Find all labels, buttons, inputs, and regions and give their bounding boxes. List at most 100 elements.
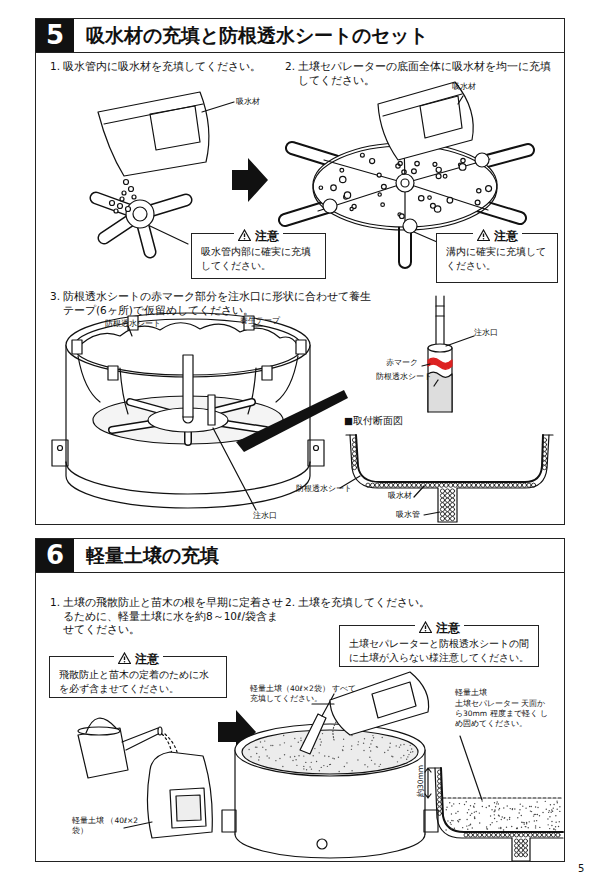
inlet-detail [428, 358, 452, 369]
section-view [346, 434, 553, 435]
section-view [542, 461, 546, 465]
caution-heading: 注意 [437, 225, 557, 241]
section-view [438, 802, 442, 806]
section-view [447, 820, 448, 821]
planter-cylinder [320, 744, 321, 745]
part-label: 注水口 [253, 511, 293, 521]
section-view [558, 826, 559, 827]
section-view [457, 820, 458, 821]
section-view [466, 825, 467, 826]
section-view [389, 483, 393, 487]
section-view [356, 435, 543, 482]
absorbent-bag [98, 92, 209, 176]
section-number: 5 [36, 19, 74, 52]
section-view [445, 800, 560, 830]
planter-cylinder [250, 756, 251, 757]
soil-separator [396, 174, 414, 192]
section-view [451, 813, 452, 814]
section-view [527, 483, 531, 487]
section-view [542, 456, 546, 460]
section-view [559, 811, 560, 812]
soil-separator [459, 164, 466, 171]
soil-bag [170, 788, 206, 828]
section-view [528, 833, 532, 837]
inlet-detail [434, 380, 438, 386]
planter-cylinder [390, 743, 391, 744]
soil-separator [377, 173, 381, 177]
section-view [525, 826, 526, 827]
section-view [414, 486, 424, 497]
section-view [469, 833, 473, 837]
section-view [486, 826, 487, 827]
absorbent-bag [420, 96, 462, 138]
section-view [549, 810, 550, 811]
planter-cylinder [333, 722, 336, 740]
pipe-hub [96, 198, 186, 252]
section-view [445, 512, 449, 516]
section-view [443, 797, 563, 798]
planter-cylinder [208, 395, 215, 425]
section-view [450, 489, 454, 493]
section-view [514, 808, 515, 809]
section-view [535, 806, 536, 807]
absorbent-bag [202, 102, 234, 112]
section-view [539, 827, 540, 828]
section-view [503, 829, 504, 830]
absorbent-bag [129, 187, 134, 192]
section-view [551, 821, 552, 822]
planter-cylinder [343, 746, 344, 747]
section-view [473, 807, 474, 808]
section-view [470, 824, 471, 825]
section-view [524, 823, 525, 824]
section-view [473, 806, 474, 807]
section-view [547, 824, 548, 825]
absorbent-bag [124, 180, 129, 185]
section-view [557, 802, 558, 803]
section-view [438, 779, 442, 783]
section-view [450, 822, 451, 823]
section-view [499, 483, 503, 487]
planter-cylinder [323, 765, 324, 766]
section-view [450, 494, 454, 498]
caution-box: 注意吸水管内部に確実に充填してください。 [191, 233, 326, 279]
planter-cylinder [407, 756, 408, 757]
section-view [552, 811, 553, 812]
planter-cylinder [235, 724, 425, 776]
planter-cylinder [284, 742, 285, 743]
planter-cylinder [367, 766, 368, 767]
section-view [542, 833, 546, 837]
section-view [495, 483, 499, 487]
section-view [471, 813, 472, 814]
section-view [537, 814, 538, 815]
caution-text: 飛散防止と苗木の定着のために水を必ず含ませてください。 [59, 668, 217, 695]
planter-cylinder [382, 737, 383, 738]
section-view [551, 825, 552, 826]
absorbent-bag [378, 82, 473, 160]
section-view [450, 512, 454, 516]
planter-cylinder [52, 313, 348, 510]
planter-cylinder [397, 761, 398, 762]
section-view [524, 839, 528, 843]
soil-separator [323, 199, 337, 213]
section-view [519, 844, 523, 848]
section-view [384, 483, 388, 487]
section-view [462, 827, 463, 828]
planter-cylinder [334, 758, 335, 759]
section-view [555, 826, 556, 827]
part-label: 赤マーク [386, 358, 426, 368]
absorbent-bag [378, 82, 473, 174]
section-view [398, 483, 402, 487]
absorbent-bag [150, 106, 200, 150]
planter-cylinder [282, 766, 283, 767]
section-view [491, 822, 492, 823]
section-view [520, 803, 521, 804]
section-view [547, 833, 551, 837]
watering-can [78, 727, 120, 735]
soil-separator [477, 189, 481, 193]
section-view [518, 812, 519, 813]
planter-cylinder [364, 764, 365, 765]
planter-cylinder [312, 703, 334, 704]
planter-cylinder [327, 766, 328, 767]
section-view [515, 844, 519, 848]
